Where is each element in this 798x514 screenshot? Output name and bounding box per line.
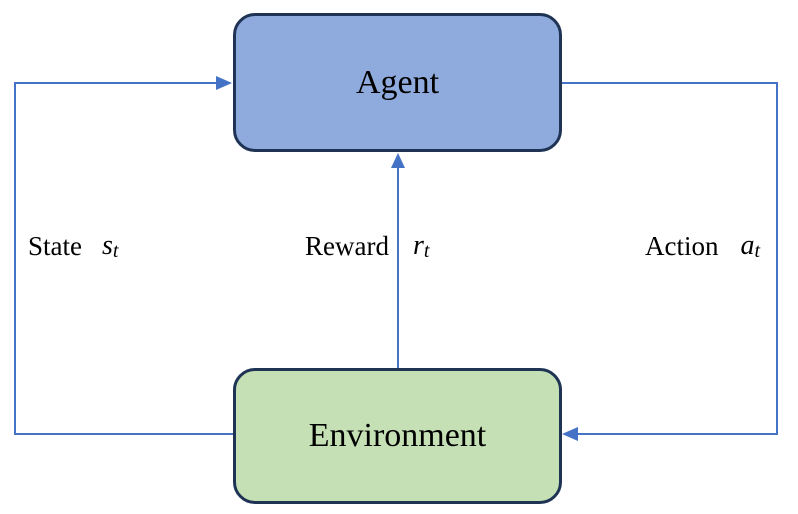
environment-node-label: Environment [308, 417, 487, 454]
action-symbol: a [740, 230, 755, 261]
state-edge-top-line [14, 82, 217, 84]
agent-node: Agent [233, 13, 562, 152]
action-edge-top-line [562, 82, 778, 84]
state-arrowhead-icon [216, 76, 232, 90]
action-arrowhead-icon [562, 427, 578, 441]
action-label-word: Action [645, 230, 719, 261]
environment-node: Environment [233, 368, 562, 504]
reward-arrowhead-icon [391, 153, 405, 168]
action-edge-bottom-line [578, 433, 778, 435]
state-edge-bottom-line [14, 433, 233, 435]
state-symbol: s [102, 230, 113, 261]
action-edge-vertical-line [776, 82, 778, 435]
state-label-word: State [28, 230, 82, 261]
agent-node-label: Agent [355, 63, 440, 101]
state-edge-vertical-line [14, 82, 16, 435]
reward-label-word: Reward [305, 230, 389, 261]
reward-edge-line [397, 167, 399, 368]
reward-symbol: r [412, 230, 424, 261]
